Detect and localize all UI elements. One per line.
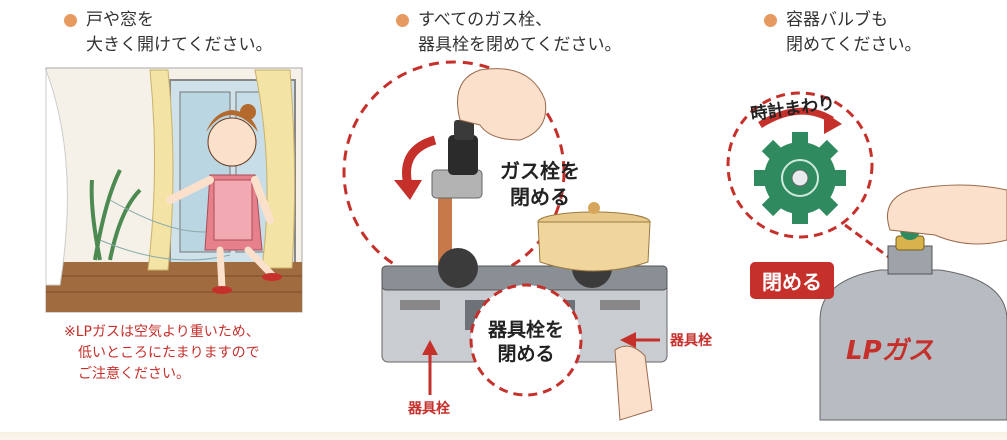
lp-gas-warning-note: ※LPガスは空気より重いため、 低いところにたまりますので ご注意ください。 [64, 324, 260, 382]
stove-valve-illustration [342, 60, 668, 421]
step-caption-close-cylinder-valve: 容器バルブも 閉めてください。 [764, 8, 922, 58]
appliance-valve-close-label: 器具栓を 閉める [487, 319, 564, 365]
gas-valve-close-label: ガス栓を 閉める [500, 159, 580, 209]
cylinder-label: LPガス [846, 336, 934, 366]
step-open-windows: 戸や窓を 大きく開けてください。 ※LPガスは空気より重いため、 低いところに [0, 0, 330, 440]
appliance-valve-label-right: 器具栓 [670, 333, 712, 349]
cylinder-valve-illustration [726, 91, 1007, 421]
bullet-icon [64, 14, 77, 27]
bullet-icon [764, 14, 777, 27]
step-close-gas-valves: すべてのガス栓、 器具栓を閉めてください。 [330, 0, 720, 440]
step-caption-close-gas-valves: すべてのガス栓、 器具栓を閉めてください。 [396, 8, 622, 58]
step-close-cylinder-valve: 容器バルブも 閉めてください。 時計まわり 閉める L [720, 0, 1007, 440]
open-window-illustration [45, 67, 303, 313]
bottom-band [0, 432, 1007, 440]
bullet-icon [396, 14, 409, 27]
close-badge: 閉める [750, 262, 834, 299]
step-caption-open-windows: 戸や窓を 大きく開けてください。 [64, 8, 273, 58]
appliance-valve-label-bottom: 器具栓 [408, 401, 450, 417]
